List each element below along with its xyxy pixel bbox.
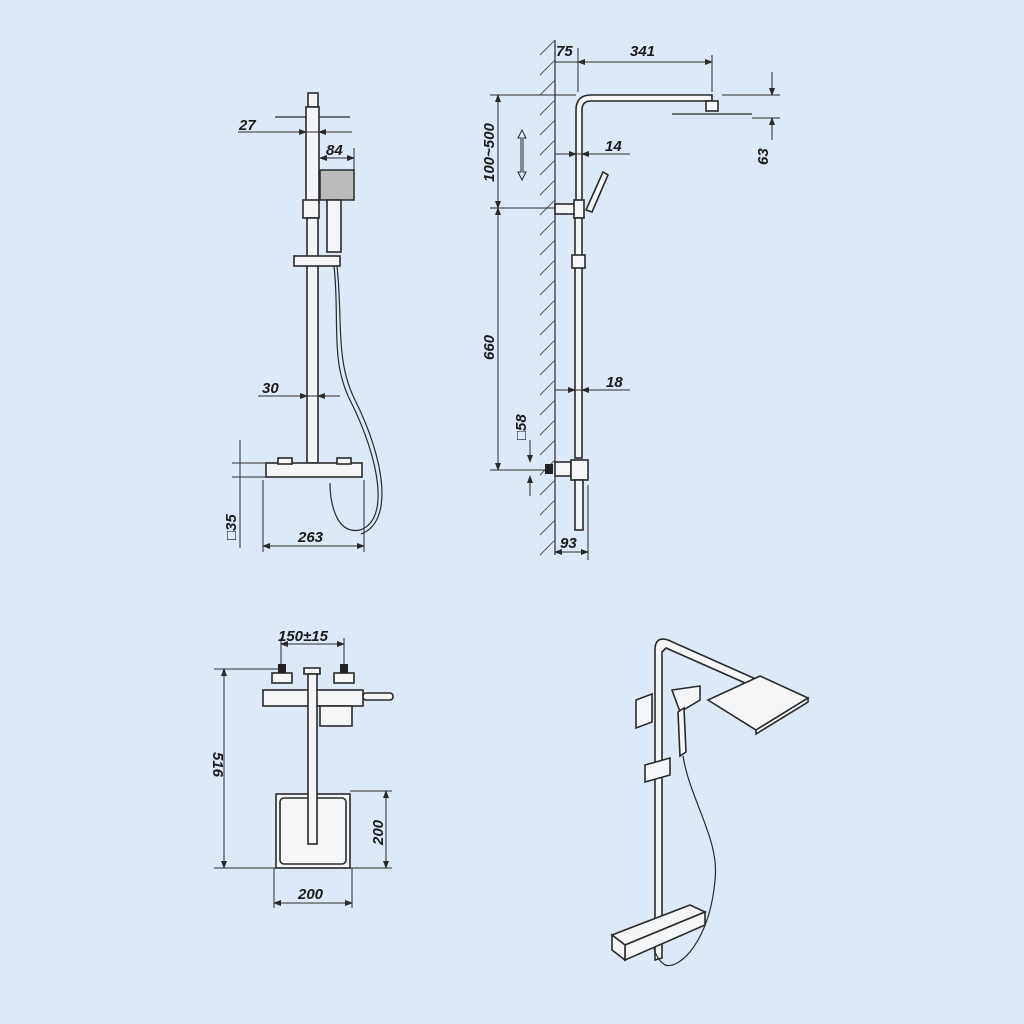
thermostatic-valve bbox=[265, 462, 363, 478]
iso-hand-shower bbox=[670, 685, 701, 714]
dim-hand-shower: 84 bbox=[326, 142, 343, 159]
dim-wall-offset: 75 bbox=[556, 43, 573, 60]
head-connector bbox=[307, 92, 319, 108]
top-handle bbox=[362, 692, 394, 701]
dim-head-depth: 200 bbox=[370, 819, 387, 846]
iso-rain-head bbox=[706, 675, 810, 731]
diverter-block bbox=[302, 199, 320, 219]
dim-inlet-centres: 150±15 bbox=[278, 628, 329, 645]
hand-shower-handle bbox=[326, 199, 342, 253]
dim-rail: 30 bbox=[262, 380, 279, 397]
shower-hose bbox=[329, 265, 379, 531]
iso-arm bbox=[654, 638, 760, 962]
side-valve bbox=[570, 459, 589, 481]
side-slider bbox=[571, 254, 586, 269]
side-view: 75 341 63 14 100~500 660 18 □58 93 bbox=[481, 39, 780, 560]
isometric-view bbox=[610, 638, 810, 967]
top-view: 150±15 516 200 200 bbox=[209, 628, 394, 908]
slider-bracket bbox=[293, 255, 341, 267]
dim-depth: 516 bbox=[209, 752, 226, 778]
dim-head-pipe: 27 bbox=[238, 117, 256, 134]
dim-rail-length: 660 bbox=[481, 334, 498, 360]
dim-adjust-range: 100~500 bbox=[481, 123, 498, 182]
iso-hose bbox=[652, 755, 717, 967]
adjust-arrow-icon bbox=[517, 128, 527, 182]
iso-slider bbox=[644, 756, 671, 784]
dim-arm-length: 341 bbox=[630, 43, 655, 60]
wall-bracket bbox=[554, 203, 576, 215]
upper-pipe bbox=[305, 106, 320, 203]
dim-head-height: 63 bbox=[755, 148, 772, 165]
wall-hatching bbox=[539, 39, 556, 556]
riser-rail bbox=[306, 217, 319, 464]
hand-shower-head bbox=[319, 169, 355, 201]
top-riser bbox=[307, 673, 318, 845]
dim-head-width: 200 bbox=[297, 886, 324, 903]
iso-wall-bracket bbox=[635, 692, 653, 730]
dim-valve-square: □35 bbox=[223, 514, 240, 540]
side-hand-shower bbox=[584, 170, 610, 213]
dim-valve-width: 263 bbox=[297, 529, 324, 546]
side-rail bbox=[574, 217, 583, 459]
dim-wall-plate: □58 bbox=[513, 414, 530, 440]
dim-arm-pipe: 14 bbox=[605, 138, 622, 155]
dim-valve-depth: 93 bbox=[560, 535, 577, 552]
dim-rail-pipe: 18 bbox=[606, 374, 623, 391]
front-view: 27 84 30 □35 263 bbox=[223, 92, 383, 552]
